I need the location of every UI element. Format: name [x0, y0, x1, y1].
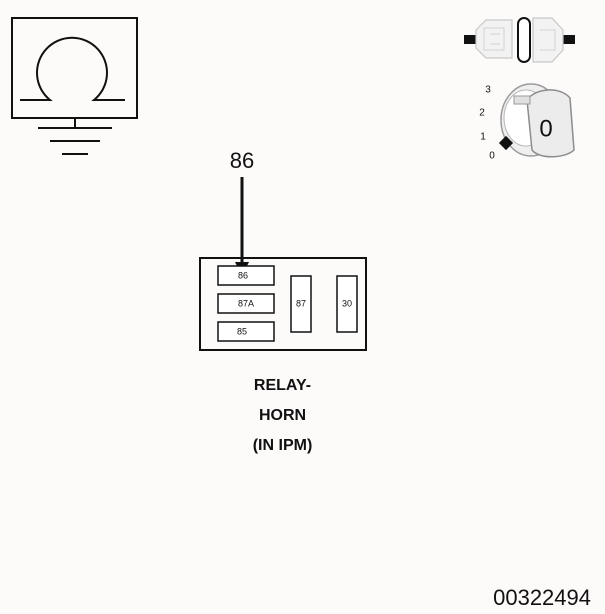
relay-pin-87-label: 87: [296, 298, 306, 308]
omega-ground-icon: [11, 17, 138, 155]
relay-caption-line-3: (IN IPM): [252, 437, 313, 454]
relay-housing: [199, 257, 367, 351]
relay-caption-line-1: RELAY-: [253, 377, 312, 394]
key-position-3: 3: [485, 85, 491, 96]
relay-pin-30-label: 30: [342, 298, 352, 308]
key-position-1: 1: [480, 132, 486, 143]
connector-icon: [464, 17, 575, 63]
callout-pin-label: 86: [230, 148, 254, 173]
document-number: 00322494: [493, 585, 591, 610]
relay-pin-85: 85: [217, 321, 275, 342]
relay-pin-87: 87: [290, 275, 312, 333]
relay-caption-line-2: HORN: [258, 407, 307, 424]
key-position-marker: [498, 135, 514, 151]
key-position-0: 0: [489, 151, 495, 162]
relay-pin-30: 30: [336, 275, 358, 333]
key-position-2: 2: [479, 108, 485, 119]
relay-pin-87a-label: 87A: [238, 298, 254, 308]
relay-pin-87a: 87A: [217, 293, 275, 314]
callout-arrow: [235, 177, 249, 276]
relay-pin-86: 86: [217, 265, 275, 286]
relay-pin-85-label: 85: [237, 326, 247, 336]
key-glyph: 0: [539, 115, 552, 142]
relay-caption: RELAY- HORN (IN IPM): [195, 371, 370, 461]
ignition-key-icon: 3 2 1 0 0: [479, 83, 575, 162]
relay-pin-86-label: 86: [238, 270, 248, 280]
